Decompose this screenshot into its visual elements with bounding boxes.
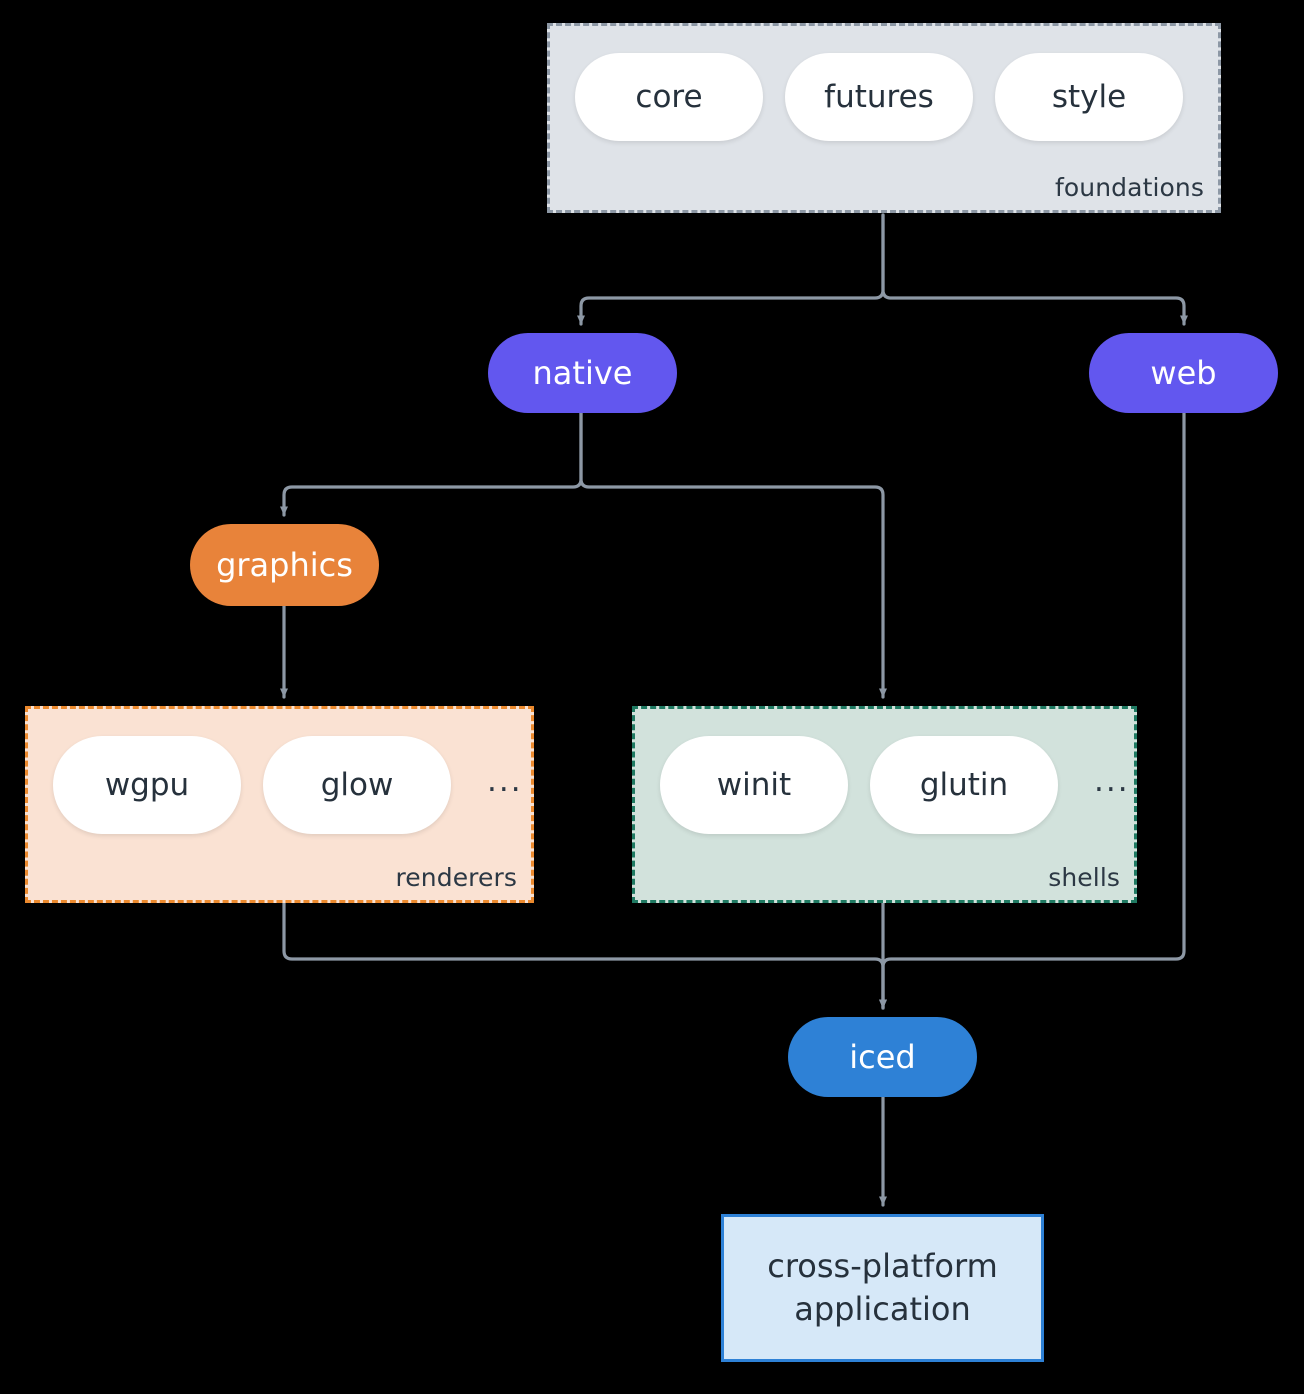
cluster-foundations: core futures style foundations bbox=[547, 23, 1221, 213]
edge-foundations-to-native bbox=[577, 213, 885, 326]
cluster-label-shells: shells bbox=[1048, 863, 1120, 892]
renderers-members: wgpu glow ... bbox=[53, 736, 523, 834]
node-graphics[interactable]: graphics bbox=[190, 524, 379, 606]
pill-winit[interactable]: winit bbox=[660, 736, 848, 834]
node-iced[interactable]: iced bbox=[788, 1017, 977, 1097]
application-line-1: cross-platform bbox=[767, 1246, 998, 1285]
pill-glow[interactable]: glow bbox=[263, 736, 451, 834]
cluster-shells: winit glutin ... shells bbox=[632, 706, 1137, 903]
pill-style[interactable]: style bbox=[995, 53, 1183, 141]
cluster-renderers: wgpu glow ... renderers bbox=[25, 706, 534, 903]
edge-native-to-graphics bbox=[280, 411, 583, 517]
edge-foundations-to-web bbox=[881, 213, 1188, 326]
node-native[interactable]: native bbox=[488, 333, 677, 413]
pill-wgpu[interactable]: wgpu bbox=[53, 736, 241, 834]
pill-core[interactable]: core bbox=[575, 53, 763, 141]
cluster-label-renderers: renderers bbox=[395, 863, 517, 892]
foundations-members: core futures style bbox=[575, 53, 1183, 141]
cluster-label-foundations: foundations bbox=[1055, 173, 1204, 202]
node-cross-platform-application[interactable]: cross-platform application bbox=[721, 1214, 1044, 1362]
renderers-more-ellipsis: ... bbox=[487, 763, 523, 799]
pill-futures[interactable]: futures bbox=[785, 53, 973, 141]
shells-members: winit glutin ... bbox=[660, 736, 1130, 834]
pill-glutin[interactable]: glutin bbox=[870, 736, 1058, 834]
edge-native-to-shells bbox=[579, 411, 887, 699]
application-line-2: application bbox=[794, 1290, 971, 1328]
shells-more-ellipsis: ... bbox=[1094, 763, 1130, 799]
edge-renderers-to-iced bbox=[282, 901, 887, 1010]
node-web[interactable]: web bbox=[1089, 333, 1278, 413]
